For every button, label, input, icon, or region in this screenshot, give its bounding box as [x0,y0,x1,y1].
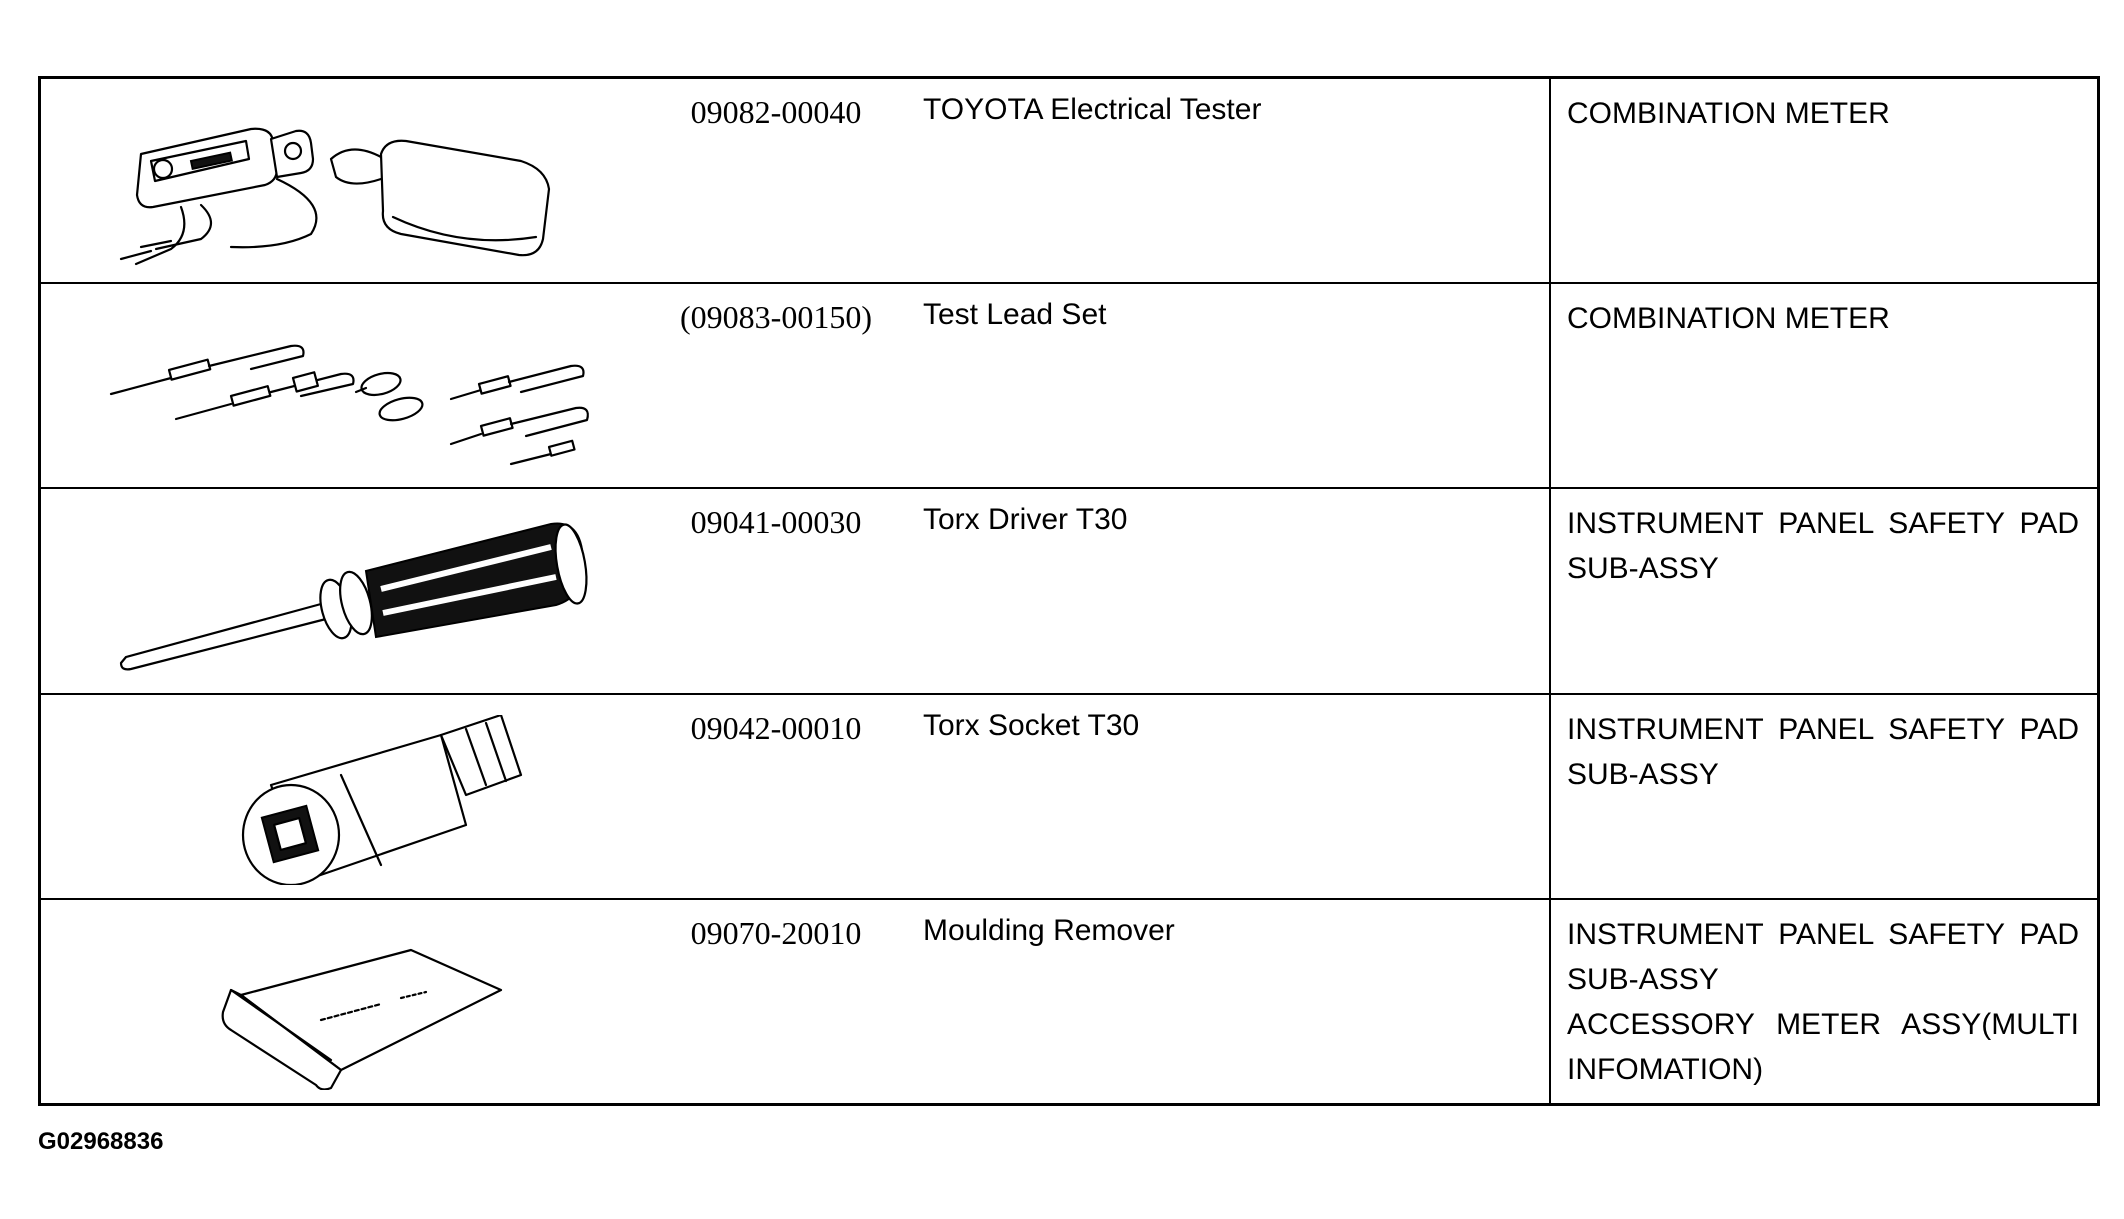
usage-line: INSTRUMENT PANEL SAFETY PAD [1567,917,2079,951]
figure-id: G02968836 [38,1128,164,1155]
special-tools-table: 09082-00040 TOYOTA Electrical Tester COM… [38,76,2100,1106]
usage-line: INSTRUMENT PANEL SAFETY PAD [1567,507,2079,541]
part-number: 09042-00010 [690,709,862,746]
tool-name: Test Lead Set [923,298,1107,332]
usage-line: INSTRUMENT PANEL SAFETY PAD [1567,712,2079,746]
tool-main-cell: 09070-20010 Moulding Remover [41,899,1551,1104]
tool-row-test-lead-set: (09083-00150) Test Lead Set COMBINATION … [41,284,2097,490]
usage-line: COMBINATION METER [1567,97,1890,130]
tool-main-cell: 09041-00030 Torx Driver T30 [41,489,1551,693]
part-number: (09083-00150) [680,299,872,336]
tool-name: Torx Socket T30 [923,708,1140,742]
tool-row-torx-driver: 09041-00030 Torx Driver T30 INSTRUMENT P… [41,489,2097,695]
tool-usage-cell: COMBINATION METER [1551,79,2097,282]
tool-row-torx-socket: 09042-00010 Torx Socket T30 INSTRUMENT P… [41,694,2097,900]
tool-row-electrical-tester: 09082-00040 TOYOTA Electrical Tester COM… [41,79,2097,285]
usage-line: COMBINATION METER [1567,302,1890,336]
usage-line: SUB-ASSY [1567,552,1719,586]
torx-socket-illustration [81,714,601,885]
part-number: 09082-00040 [690,94,862,130]
usage-line: SUB-ASSY [1567,757,1719,791]
usage-line: ACCESSORY METER ASSY(MULTI [1567,1007,2079,1041]
tool-main-cell: (09083-00150) Test Lead Set [41,284,1551,488]
tool-main-cell: 09042-00010 Torx Socket T30 [41,694,1551,898]
part-number: 09070-20010 [690,914,862,951]
tool-name: Moulding Remover [923,913,1175,947]
usage-line: INFOMATION) [1567,1052,1764,1086]
tool-usage-cell: INSTRUMENT PANEL SAFETY PAD SUB-ASSY [1551,695,2097,898]
torx-driver-illustration [81,509,601,679]
tool-usage-cell: INSTRUMENT PANEL SAFETY PAD SUB-ASSY ACC… [1551,900,2097,1103]
tool-name: TOYOTA Electrical Tester [923,93,1262,126]
usage-line: SUB-ASSY [1567,962,1719,996]
tool-usage-cell: INSTRUMENT PANEL SAFETY PAD SUB-ASSY [1551,489,2097,692]
electrical-tester-illustration [81,99,601,269]
tool-name: Torx Driver T30 [923,503,1128,537]
part-number: 09041-00030 [690,504,862,541]
tool-main-cell: 09082-00040 TOYOTA Electrical Tester [41,79,1551,283]
test-lead-set-illustration [81,304,601,474]
tool-usage-cell: COMBINATION METER [1551,284,2097,487]
tool-row-moulding-remover: 09070-20010 Moulding Remover INSTRUMENT … [41,899,2097,1104]
moulding-remover-illustration [81,920,601,1090]
